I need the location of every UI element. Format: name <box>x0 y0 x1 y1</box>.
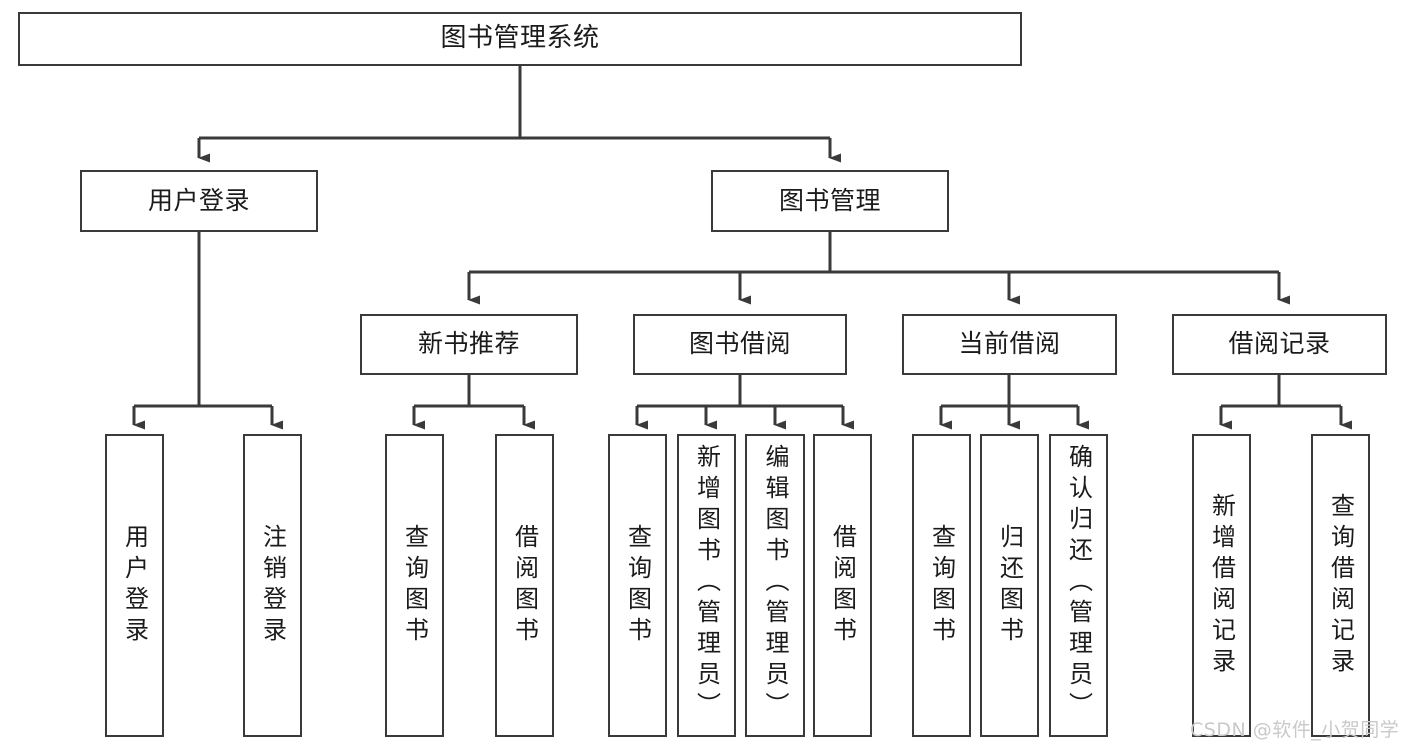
node-book-management-label: 图书管理 <box>778 185 881 215</box>
node-root-label: 图书管理系统 <box>440 23 600 54</box>
node-leaf-borrow-book-newbook-label: 借阅图书 <box>510 523 539 648</box>
node-user-login-label: 用户登录 <box>147 185 250 215</box>
node-leaf-return-book[interactable]: 归还图书 <box>980 434 1039 737</box>
node-new-book-recommend[interactable]: 新书推荐 <box>360 314 578 375</box>
node-leaf-query-book-current-label: 查询图书 <box>927 523 956 648</box>
node-leaf-query-borrow-record-label: 查询借阅记录 <box>1326 492 1355 679</box>
node-root-book-management-system[interactable]: 图书管理系统 <box>18 12 1022 66</box>
node-new-book-recommend-label: 新书推荐 <box>417 329 520 359</box>
node-leaf-user-login-label: 用户登录 <box>120 523 149 648</box>
node-current-borrow[interactable]: 当前借阅 <box>902 314 1117 375</box>
node-leaf-add-borrow-record[interactable]: 新增借阅记录 <box>1192 434 1251 737</box>
node-leaf-logout-label: 注销登录 <box>258 523 287 648</box>
node-leaf-query-book-borrow-label: 查询图书 <box>623 523 652 648</box>
node-leaf-confirm-return-admin[interactable]: 确认归还（管理员） <box>1049 434 1108 737</box>
node-book-management[interactable]: 图书管理 <box>711 170 949 232</box>
node-leaf-query-book-borrow[interactable]: 查询图书 <box>608 434 667 737</box>
node-borrow-record[interactable]: 借阅记录 <box>1172 314 1387 375</box>
node-user-login[interactable]: 用户登录 <box>80 170 318 232</box>
node-current-borrow-label: 当前借阅 <box>958 329 1061 359</box>
node-book-borrow[interactable]: 图书借阅 <box>633 314 847 375</box>
node-leaf-confirm-return-admin-label: 确认归还（管理员） <box>1064 444 1093 723</box>
node-leaf-edit-book-admin-label: 编辑图书（管理员） <box>761 444 789 723</box>
node-leaf-query-book-current[interactable]: 查询图书 <box>912 434 971 737</box>
node-book-borrow-label: 图书借阅 <box>688 329 791 359</box>
node-leaf-query-book-newbook[interactable]: 查询图书 <box>385 434 444 737</box>
node-leaf-user-login[interactable]: 用户登录 <box>105 434 164 737</box>
csdn-watermark: CSDN @软件_小贺同学 <box>1190 719 1400 741</box>
node-leaf-edit-book-admin[interactable]: 编辑图书（管理员） <box>745 434 805 737</box>
node-leaf-query-book-newbook-label: 查询图书 <box>400 523 429 648</box>
node-leaf-borrow-book[interactable]: 借阅图书 <box>813 434 872 737</box>
node-leaf-add-book-admin[interactable]: 新增图书（管理员） <box>677 434 736 737</box>
node-leaf-logout[interactable]: 注销登录 <box>243 434 302 737</box>
node-borrow-record-label: 借阅记录 <box>1228 329 1331 359</box>
node-leaf-return-book-label: 归还图书 <box>995 523 1024 648</box>
node-leaf-add-book-admin-label: 新增图书（管理员） <box>692 444 721 723</box>
node-leaf-add-borrow-record-label: 新增借阅记录 <box>1207 492 1236 679</box>
node-leaf-query-borrow-record[interactable]: 查询借阅记录 <box>1311 434 1370 737</box>
node-leaf-borrow-book-label: 借阅图书 <box>828 523 857 648</box>
node-leaf-borrow-book-newbook[interactable]: 借阅图书 <box>495 434 554 737</box>
